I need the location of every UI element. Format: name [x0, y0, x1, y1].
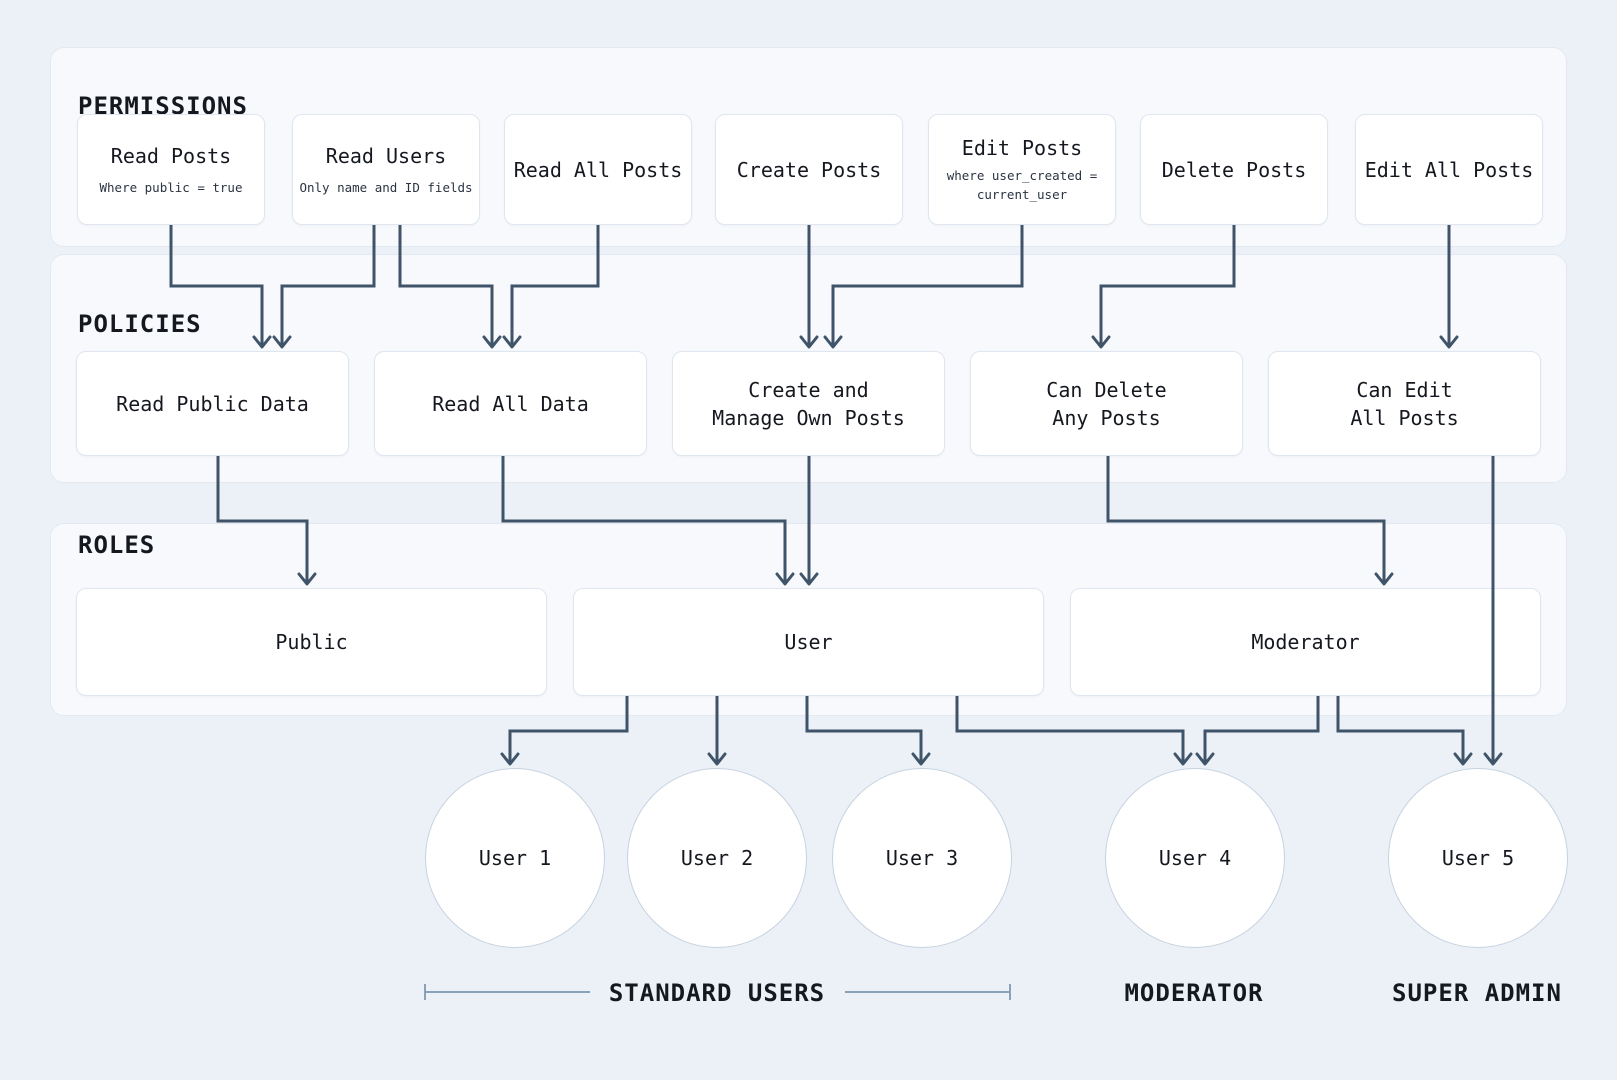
node-read-users: Read Users Only name and ID fields	[292, 114, 480, 225]
node-create-manage-own-posts: Create and Manage Own Posts	[672, 351, 945, 456]
section-title-roles: ROLES	[78, 531, 156, 559]
group-label-super-admin: SUPER ADMIN	[1392, 979, 1562, 1007]
arrowhead	[1453, 752, 1473, 766]
node-read-all-posts: Read All Posts	[504, 114, 692, 225]
node-title: Public	[275, 630, 348, 654]
node-title: Create Posts	[736, 157, 882, 182]
node-title: Delete Posts	[1161, 157, 1307, 182]
node-edit-all-posts: Edit All Posts	[1355, 114, 1543, 225]
node-read-public-data: Read Public Data	[76, 351, 349, 456]
node-role-public: Public	[76, 588, 547, 696]
user-circle-2: User 2	[627, 768, 807, 948]
node-edit-posts: Edit Posts where user_created = current_…	[928, 114, 1116, 225]
user-circle-3: User 3	[832, 768, 1012, 948]
section-title-policies: POLICIES	[78, 310, 202, 338]
node-role-user: User	[573, 588, 1044, 696]
node-can-edit-all-posts: Can Edit All Posts	[1268, 351, 1541, 456]
node-title: Can Delete Any Posts	[1046, 377, 1167, 430]
arrowhead	[500, 752, 520, 766]
node-create-posts: Create Posts	[715, 114, 903, 225]
node-title: Read Public Data	[116, 391, 309, 416]
node-title: Can Edit All Posts	[1350, 377, 1459, 430]
arrowhead	[911, 752, 931, 766]
node-title: Read All Posts	[513, 157, 683, 182]
node-title: Read Posts	[110, 143, 232, 168]
node-delete-posts: Delete Posts	[1140, 114, 1328, 225]
arrowhead	[707, 752, 727, 766]
node-read-all-data: Read All Data	[374, 351, 647, 456]
node-subtitle: Where public = true	[99, 179, 243, 195]
node-subtitle: where user_created = current_user	[946, 168, 1098, 202]
node-read-posts: Read Posts Where public = true	[77, 114, 265, 225]
node-title: Read Users	[325, 143, 447, 168]
node-title: Edit All Posts	[1364, 157, 1534, 182]
node-can-delete-any-posts: Can Delete Any Posts	[970, 351, 1243, 456]
group-label-standard-users: STANDARD USERS	[608, 979, 826, 1007]
user-circle-4: User 4	[1105, 768, 1285, 948]
user-circle-1: User 1	[425, 768, 605, 948]
node-title: Moderator	[1251, 630, 1360, 654]
group-label-moderator: MODERATOR	[1124, 979, 1264, 1007]
node-title: Create and Manage Own Posts	[712, 377, 905, 430]
arrowhead	[1483, 752, 1503, 766]
arrowhead	[1195, 752, 1215, 766]
arrowhead	[1173, 752, 1193, 766]
node-title: User	[784, 630, 833, 654]
node-role-moderator: Moderator	[1070, 588, 1541, 696]
node-title: Read All Data	[432, 391, 589, 416]
node-subtitle: Only name and ID fields	[299, 179, 473, 195]
user-circle-5: User 5	[1388, 768, 1568, 948]
node-title: Edit Posts	[961, 136, 1083, 161]
